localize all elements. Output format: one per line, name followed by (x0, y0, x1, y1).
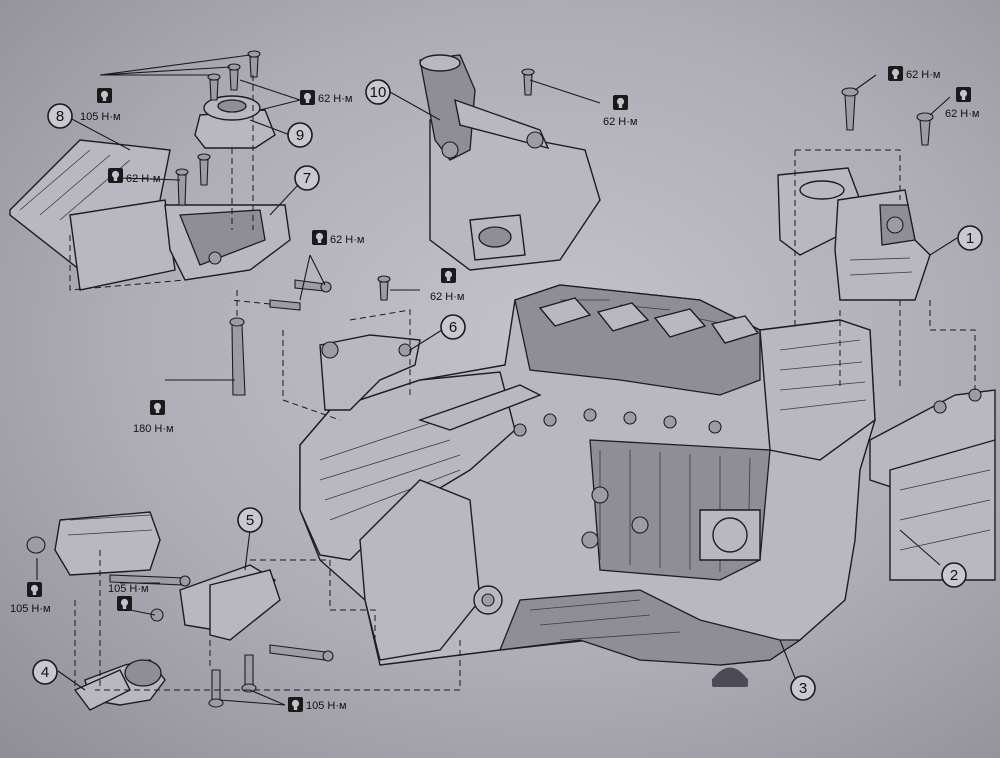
assembly-lines (69, 75, 976, 691)
transmission-bracket (319, 275, 421, 411)
torque-wrench-icon (312, 230, 327, 245)
engine-block (299, 284, 876, 666)
torque-wrench-icon (888, 66, 903, 81)
torque-wrench-icon (97, 88, 112, 103)
callout-1: 1 (957, 225, 983, 251)
callout-2-label: 2 (950, 567, 958, 584)
torque-label-62-a: 62 Н·м (300, 90, 352, 105)
torque-62-f-text: 62 Н·м (906, 69, 940, 81)
callout-10: 10 (365, 79, 391, 105)
callout-3-label: 3 (799, 680, 807, 697)
torque-105-bottom-text: 105 Н·м (306, 700, 347, 712)
callout-4: 4 (32, 659, 58, 685)
torque-105-left-text: 105 Н·м (10, 603, 51, 615)
torque-label-180: 180 Н·м (133, 400, 174, 435)
callout-2: 2 (941, 562, 967, 588)
lower-right-bracket (869, 388, 996, 581)
torque-label-62-d: 62 Н·м (430, 268, 464, 303)
torque-label-105-mid: 105 Н·м (108, 583, 149, 611)
torque-wrench-icon (108, 168, 123, 183)
right-engine-mount (777, 87, 934, 301)
callout-5: 5 (237, 507, 263, 533)
callout-9-label: 9 (296, 127, 304, 144)
callout-8-label: 8 (56, 108, 64, 125)
watermark-logo-icon (712, 667, 748, 687)
rear-link-bracket-inset (419, 54, 601, 271)
callout-10-label: 10 (370, 84, 387, 101)
torque-105-top-text: 105 Н·м (80, 111, 121, 123)
torque-wrench-icon (956, 87, 971, 102)
torque-label-105-bottom: 105 Н·м (288, 697, 347, 712)
callout-5-label: 5 (246, 512, 254, 529)
torque-105-mid-text: 105 Н·м (108, 583, 149, 595)
callout-3: 3 (790, 675, 816, 701)
torque-62-e-text: 62 Н·м (603, 116, 637, 128)
callout-1-label: 1 (966, 230, 974, 247)
torque-wrench-icon (27, 582, 42, 597)
torque-wrench-icon (300, 90, 315, 105)
lower-torque-rod (26, 511, 334, 711)
torque-label-105-left: 105 Н·м (10, 582, 51, 615)
callout-7-label: 7 (303, 170, 311, 187)
torque-62-g-text: 62 Н·м (945, 108, 979, 120)
leader-lines (36, 54, 958, 706)
torque-label-105-top: 105 Н·м (80, 88, 121, 123)
torque-wrench-icon (288, 697, 303, 712)
torque-label-62-g: 62 Н·м (945, 87, 979, 120)
torque-wrench-icon (150, 400, 165, 415)
torque-wrench-icon (613, 95, 628, 110)
torque-62-b-text: 62 Н·м (126, 173, 160, 185)
torque-label-62-e: 62 Н·м (603, 95, 637, 128)
torque-label-62-b: 62 Н·м (108, 168, 160, 185)
callout-6-label: 6 (449, 319, 457, 336)
torque-label-62-c: 62 Н·м (312, 230, 364, 246)
left-mount-assembly (9, 50, 332, 396)
callout-7: 7 (294, 165, 320, 191)
callout-9: 9 (287, 122, 313, 148)
callout-6: 6 (440, 314, 466, 340)
torque-62-a-text: 62 Н·м (318, 93, 352, 105)
torque-wrench-icon (441, 268, 456, 283)
torque-62-d-text: 62 Н·м (430, 291, 464, 303)
callout-4-label: 4 (41, 664, 49, 681)
torque-wrench-icon (117, 596, 132, 611)
callout-8: 8 (47, 103, 73, 129)
torque-180-text: 180 Н·м (133, 423, 174, 435)
torque-label-62-f: 62 Н·м (888, 66, 940, 81)
torque-62-c-text: 62 Н·м (330, 234, 364, 246)
